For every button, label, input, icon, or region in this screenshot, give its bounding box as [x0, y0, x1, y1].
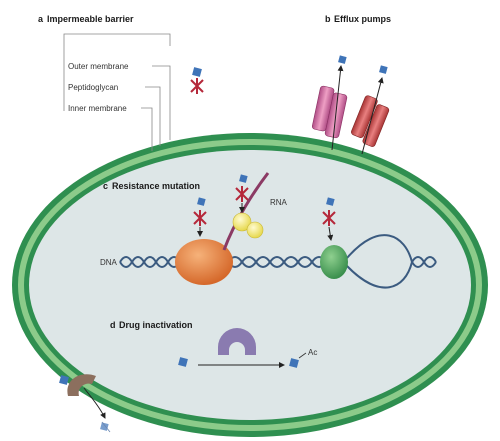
acetyl-bond	[298, 352, 307, 359]
panel-c: c Resistance mutation DNA RNA	[100, 172, 437, 289]
acetyl-label: Ac	[308, 348, 317, 357]
drug-square-icon	[192, 67, 202, 77]
rna-strand	[222, 172, 270, 251]
drug-cleaved-line	[101, 421, 111, 433]
panel-c-letter: c	[103, 181, 108, 191]
drug-square-icon	[289, 358, 299, 368]
ribosome-small-subunit-2	[246, 221, 264, 239]
blocked-x-icon	[190, 78, 204, 94]
drug-arrow	[327, 226, 334, 241]
outer-membrane-leader	[152, 65, 171, 140]
ribosome-small-subunit	[232, 212, 252, 232]
drug-square-icon	[239, 174, 248, 183]
blocked-x-icon	[235, 186, 249, 202]
blocked-x-icon	[322, 210, 336, 226]
panel-d-title: Drug inactivation	[119, 320, 193, 330]
cytoplasm	[29, 150, 471, 420]
membrane-bracket	[63, 33, 171, 46]
inner-membrane-label: Inner membrane	[68, 104, 127, 113]
efflux-pump-pink	[311, 85, 348, 139]
panel-a: a Impermeable barrier Outer membrane Pep…	[38, 14, 204, 151]
panel-a-letter: a	[38, 14, 44, 24]
panel-b: b Efflux pumps	[311, 14, 391, 155]
panel-d: d Drug inactivation Ac	[110, 320, 317, 368]
panel-d-letter: d	[110, 320, 116, 330]
ribosome-large-subunit	[175, 239, 233, 285]
outer-membrane-label: Outer membrane	[68, 62, 129, 71]
rna-polymerase	[320, 245, 348, 279]
panel-b-title: Efflux pumps	[334, 14, 391, 24]
panel-b-letter: b	[325, 14, 331, 24]
inactivating-enzyme	[67, 374, 96, 396]
drug-square-icon	[59, 375, 69, 385]
membrane-enzyme	[59, 374, 111, 433]
panel-c-title: Resistance mutation	[112, 181, 200, 191]
dna-double-helix	[119, 234, 437, 289]
peptidoglycan-leader	[145, 86, 161, 146]
pump-arrow-1	[331, 65, 344, 151]
dna-label: DNA	[100, 258, 118, 267]
cell-envelope	[12, 133, 488, 437]
efflux-pump-red	[351, 95, 390, 147]
drug-square-icon	[197, 197, 206, 206]
inactivating-enzyme	[218, 328, 256, 355]
blocked-x-icon	[193, 210, 207, 226]
drug-square-icon	[379, 65, 388, 74]
panel-a-title: Impermeable barrier	[47, 14, 134, 24]
drug-square-icon	[178, 357, 188, 367]
drug-square-icon	[338, 55, 347, 64]
inner-membrane-leader	[141, 107, 153, 151]
drug-square-icon	[100, 422, 109, 431]
enzyme-arrow	[83, 387, 106, 419]
rna-label: RNA	[270, 198, 288, 207]
drug-square-icon	[326, 197, 335, 206]
peptidoglycan-label: Peptidoglycan	[68, 83, 118, 92]
pump-arrow-2	[361, 77, 384, 155]
